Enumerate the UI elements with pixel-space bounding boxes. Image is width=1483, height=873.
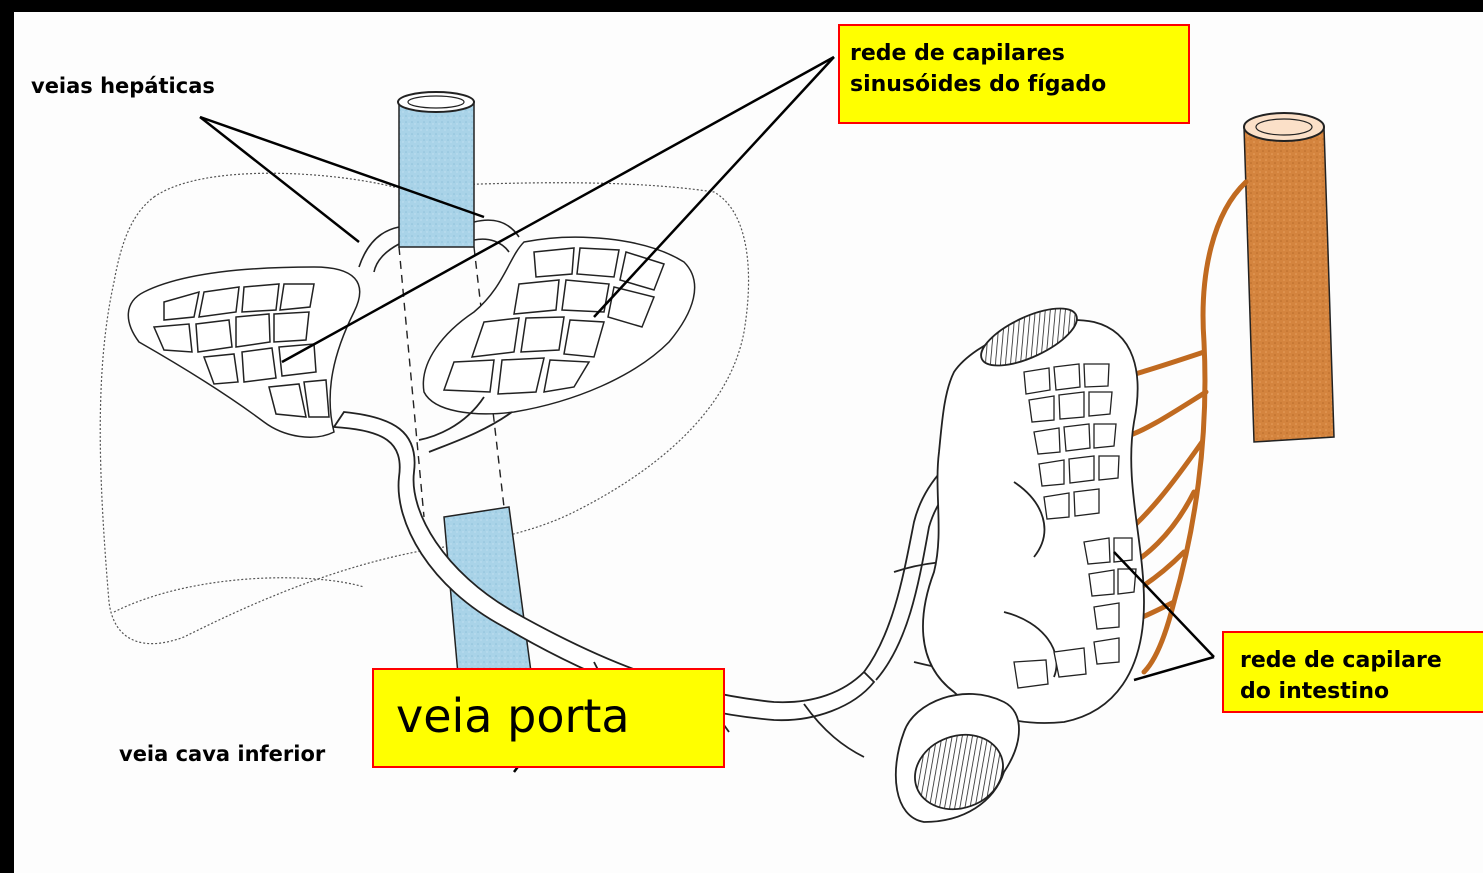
portal-vein-label: veia porta [396, 689, 630, 743]
intestine-capillary-network [1013, 363, 1137, 689]
vena-cava-label: veia cava inferior [119, 742, 326, 766]
liver-capillary-network-right [422, 236, 696, 415]
portal-vein-label-box: veia porta [372, 668, 725, 768]
intestine [894, 307, 1145, 823]
aorta-vessel [1243, 112, 1335, 443]
liver-capillaries-label-line-1: rede de capilares [850, 41, 1065, 66]
portal-system-illustration [99, 55, 1335, 823]
intestine-capillaries-label-line-1: rede de capilare [1240, 648, 1442, 673]
liver-capillaries-label-box: rede de capilares sinusóides do fígado [838, 24, 1190, 124]
liver-capillaries-label-line-2: sinusóides do fígado [850, 72, 1107, 97]
diagram-canvas: veias hepáticas veia cava inferior rede … [14, 12, 1483, 873]
liver-outline [99, 172, 750, 645]
liver-capillary-network-left [127, 266, 361, 438]
hepatic-veins-label: veias hepáticas [31, 74, 215, 98]
intestine-capillaries-label-box: rede de capilare do intestino [1222, 631, 1483, 713]
vena-cava-vessel [397, 91, 540, 743]
intestine-capillaries-label-line-2: do intestino [1240, 679, 1390, 704]
